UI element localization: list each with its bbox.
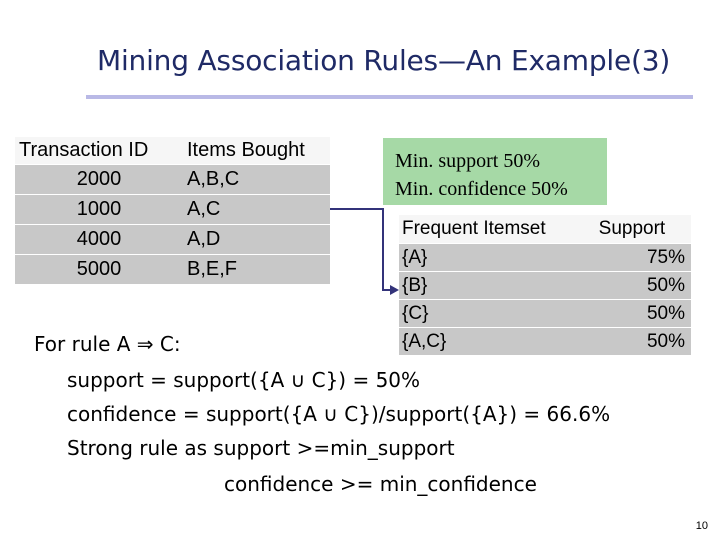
transaction-id: 5000: [15, 254, 183, 284]
itemset: {A,C}: [399, 327, 596, 355]
items-bought: B,E,F: [183, 254, 330, 284]
column-header: Support: [595, 215, 691, 244]
column-header: Items Bought: [183, 137, 330, 165]
table-header-row: Frequent Itemset Support: [399, 215, 691, 244]
table-row: {A,C} 50%: [399, 327, 691, 355]
itemset: {C}: [399, 299, 596, 328]
items-bought: A,D: [183, 224, 330, 255]
connector-arrowhead: [390, 285, 399, 295]
table-row: {B} 50%: [399, 271, 691, 300]
table-row: 4000 A,D: [15, 224, 330, 255]
column-header: Frequent Itemset: [399, 215, 596, 244]
table-row: {C} 50%: [399, 299, 691, 328]
min-confidence-text: Min. confidence 50%: [395, 178, 568, 200]
column-header: Transaction ID: [15, 137, 183, 165]
strong-rule-line: Strong rule as support >=min_support: [67, 436, 455, 460]
rule-support-line: support = support({A ∪ C}) = 50%: [67, 368, 421, 392]
transaction-id: 2000: [15, 164, 183, 195]
rule-confidence-line: confidence = support({A ∪ C})/support({A…: [67, 402, 611, 426]
items-bought: A,B,C: [183, 164, 330, 195]
support-value: 50%: [595, 271, 691, 300]
support-value: 50%: [595, 327, 691, 355]
table-row: 1000 A,C: [15, 194, 330, 225]
transaction-id: 4000: [15, 224, 183, 255]
min-support-text: Min. support 50%: [395, 150, 540, 172]
rule-heading: For rule A ⇒ C:: [34, 332, 181, 356]
transactions-table: Transaction ID Items Bought 2000 A,B,C 1…: [15, 137, 330, 284]
slide-title: Mining Association Rules—An Example(3): [97, 44, 671, 77]
connector-line: [330, 208, 394, 291]
table-header-row: Transaction ID Items Bought: [15, 137, 330, 165]
support-value: 50%: [595, 299, 691, 328]
strong-rule-confidence-line: confidence >= min_confidence: [224, 472, 537, 496]
page-number: 10: [695, 520, 708, 532]
title-underline: [86, 95, 693, 99]
transaction-id: 1000: [15, 194, 183, 225]
itemset: {A}: [399, 243, 596, 272]
frequent-itemsets-table: Frequent Itemset Support {A} 75% {B} 50%…: [399, 215, 691, 355]
support-value: 75%: [595, 243, 691, 272]
table-row: {A} 75%: [399, 243, 691, 272]
table-row: 2000 A,B,C: [15, 164, 330, 195]
itemset: {B}: [399, 271, 596, 300]
table-row: 5000 B,E,F: [15, 254, 330, 284]
thresholds-box: Min. support 50% Min. confidence 50%: [383, 138, 607, 205]
items-bought: A,C: [183, 194, 330, 225]
